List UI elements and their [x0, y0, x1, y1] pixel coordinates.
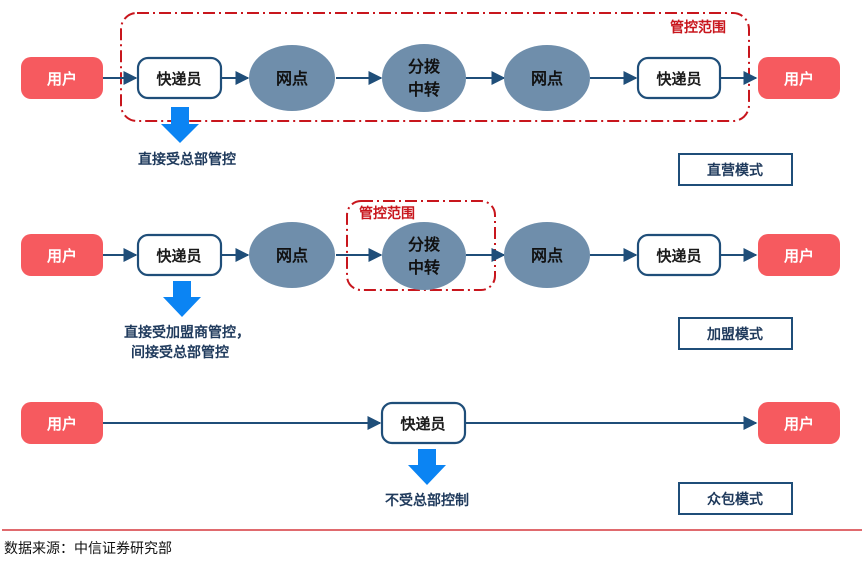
mode-label-box: 加盟模式 [678, 317, 793, 350]
outlet-node: 网点 [249, 222, 335, 288]
down-arrow-icon [408, 449, 446, 485]
svg-text:网点: 网点 [531, 246, 563, 265]
control-note-line-1: 直接受加盟商管控， [124, 324, 250, 341]
svg-text:网点: 网点 [531, 69, 563, 88]
control-scope-label: 管控范围 [359, 205, 415, 222]
svg-text:分拨: 分拨 [408, 235, 441, 254]
row-crowdsourcing-mode: 用户 快递员 用户 不受总部控制 众包模式 [21, 401, 840, 515]
mode-label-box: 直营模式 [678, 153, 793, 186]
svg-text:快递员: 快递员 [656, 70, 701, 88]
svg-text:用户: 用户 [784, 415, 814, 433]
data-source: 数据来源：中信证券研究部 [4, 541, 172, 557]
outlet-node: 网点 [249, 45, 335, 111]
row-direct-mode: 管控范围 用户 快递员 网点 分拨 中转 网点 快递员 [21, 12, 840, 186]
courier-node: 快递员 [136, 56, 223, 100]
mode-label-box: 众包模式 [678, 482, 793, 515]
hub-node: 分拨 中转 [382, 44, 466, 112]
courier-node: 快递员 [636, 56, 722, 100]
svg-text:快递员: 快递员 [156, 247, 201, 265]
svg-text:用户: 用户 [47, 247, 77, 265]
user-node-end: 用户 [758, 402, 840, 444]
svg-text:用户: 用户 [47, 415, 77, 433]
user-node-start: 用户 [21, 402, 103, 444]
outlet-node: 网点 [504, 45, 590, 111]
svg-text:众包模式: 众包模式 [707, 491, 763, 508]
svg-text:中转: 中转 [408, 80, 440, 99]
user-node-start: 用户 [21, 57, 103, 99]
hub-node: 分拨 中转 [382, 222, 466, 290]
control-scope-box [346, 200, 496, 291]
svg-text:加盟模式: 加盟模式 [706, 326, 763, 343]
svg-text:快递员: 快递员 [656, 247, 701, 265]
courier-node: 快递员 [636, 233, 722, 277]
control-note: 不受总部控制 [385, 492, 469, 509]
down-arrow-icon [163, 281, 201, 317]
control-note-line-2: 间接受总部管控 [131, 344, 229, 361]
svg-text:用户: 用户 [784, 70, 814, 88]
control-scope-box [120, 12, 750, 122]
down-arrow-icon [161, 107, 199, 143]
courier-node: 快递员 [380, 401, 467, 445]
courier-node: 快递员 [136, 233, 223, 277]
svg-text:网点: 网点 [276, 246, 308, 265]
svg-text:分拨: 分拨 [408, 57, 441, 76]
user-node-start: 用户 [21, 234, 103, 276]
user-node-end: 用户 [758, 234, 840, 276]
outlet-node: 网点 [504, 222, 590, 288]
svg-text:快递员: 快递员 [400, 415, 445, 433]
svg-text:用户: 用户 [784, 247, 814, 265]
control-scope-label: 管控范围 [670, 19, 726, 36]
user-node-end: 用户 [758, 57, 840, 99]
svg-text:快递员: 快递员 [156, 70, 201, 88]
row-franchise-mode: 管控范围 用户 快递员 网点 分拨 中转 网点 快递员 [21, 200, 840, 361]
svg-text:中转: 中转 [408, 258, 440, 277]
svg-text:直营模式: 直营模式 [707, 162, 763, 179]
control-note: 直接受总部管控 [138, 151, 236, 168]
svg-text:网点: 网点 [276, 69, 308, 88]
svg-text:用户: 用户 [47, 70, 77, 88]
